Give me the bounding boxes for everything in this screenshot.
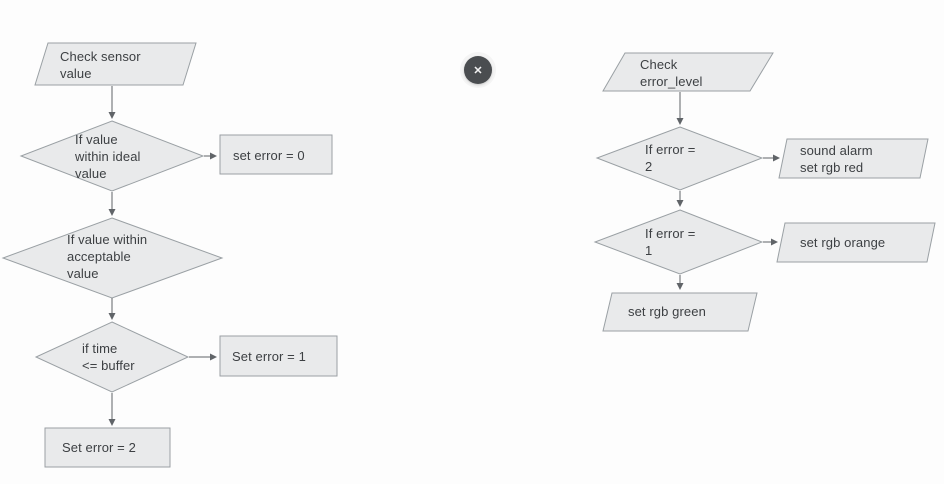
label-decision-time: if time <= buffer [82, 341, 135, 373]
label-set-error-0: set error = 0 [233, 148, 305, 163]
node-action-orange [776, 222, 936, 263]
label-decision-error-1: If error = 1 [645, 226, 696, 258]
label-check-error-level: Check error_level [640, 57, 703, 89]
node-set-error-2 [44, 427, 171, 468]
node-decision-ideal [19, 120, 205, 192]
label-decision-acceptable: If value within acceptable value [67, 232, 148, 281]
label-decision-ideal: If value within ideal value [75, 132, 141, 181]
close-icon: ✕ [473, 64, 483, 77]
label-set-error-1: Set error = 1 [232, 349, 306, 364]
node-check-error-level [602, 52, 774, 92]
label-set-error-2: Set error = 2 [62, 440, 136, 455]
node-action-alarm [778, 138, 929, 179]
node-action-green [602, 292, 758, 332]
label-action-alarm: sound alarm set rgb red [800, 143, 873, 175]
label-action-orange: set rgb orange [800, 235, 886, 250]
close-button[interactable]: ✕ [464, 56, 492, 84]
node-set-error-1 [219, 335, 338, 377]
label-check-sensor: Check sensor value [60, 49, 141, 81]
node-check-sensor [34, 42, 197, 86]
label-action-green: set rgb green [628, 304, 706, 319]
node-decision-error-2 [595, 126, 764, 191]
node-set-error-0 [219, 134, 333, 175]
label-decision-error-2: If error = 2 [645, 142, 696, 174]
node-decision-error-1 [593, 209, 764, 275]
node-decision-time [34, 321, 190, 393]
